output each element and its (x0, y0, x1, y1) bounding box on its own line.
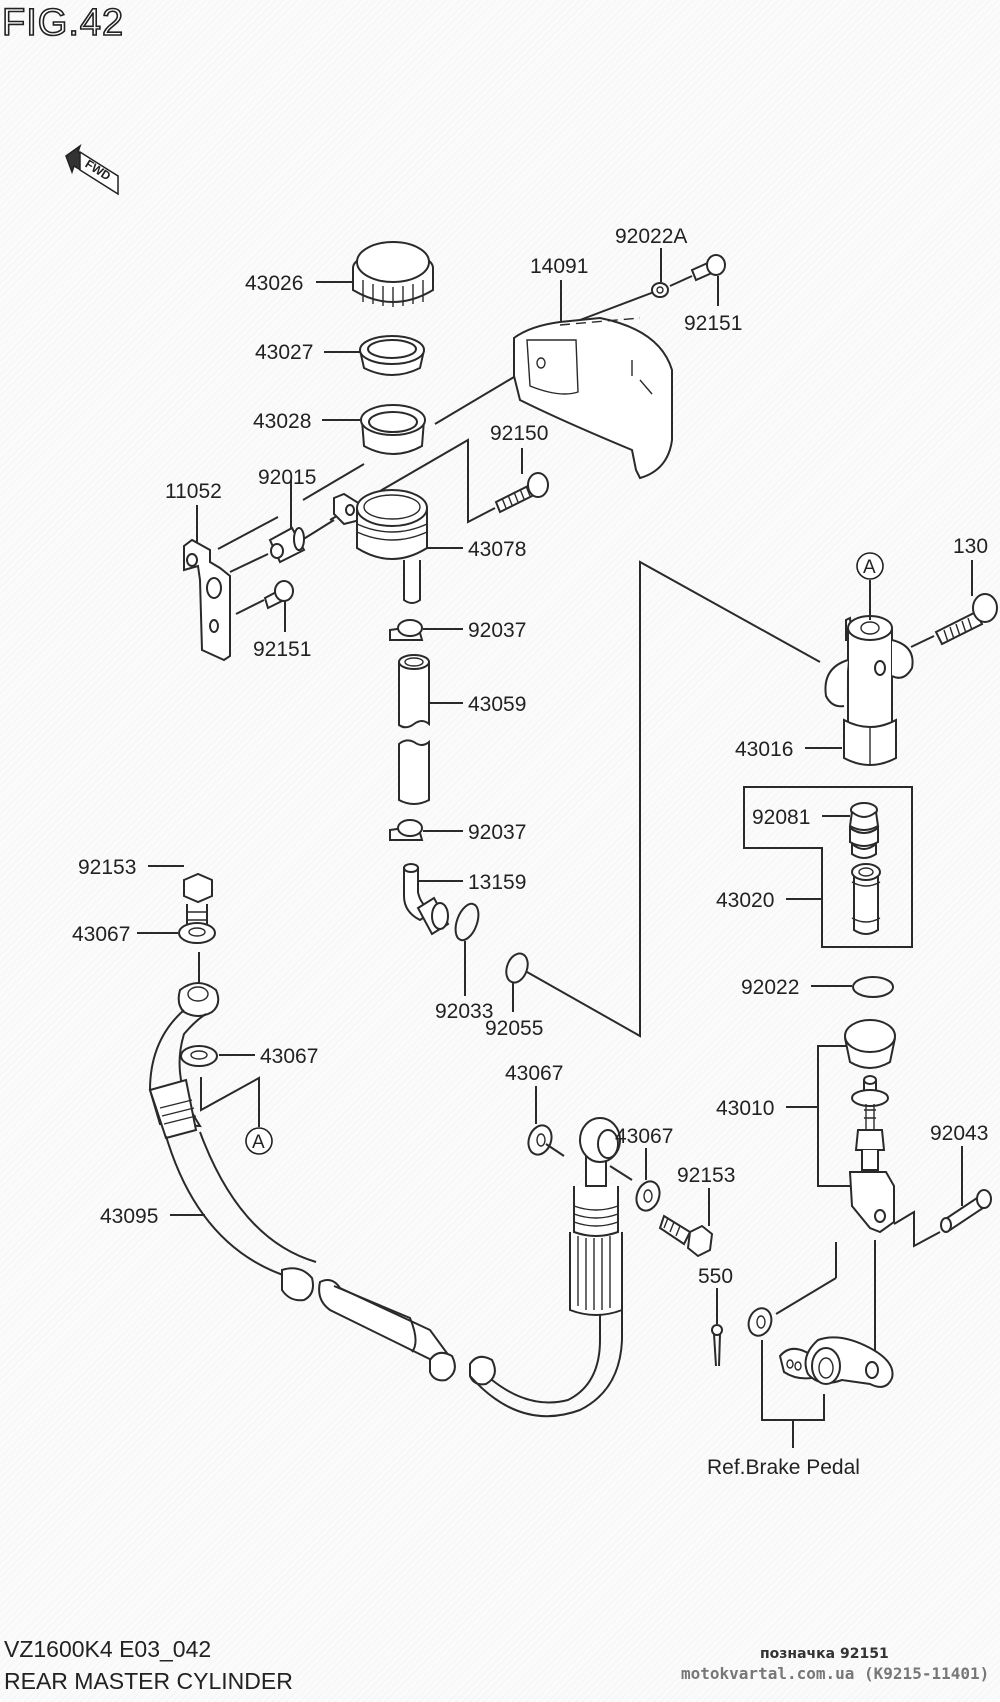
part-92015-collar[interactable] (268, 526, 306, 564)
part-label-92037-lower: 92037 (468, 821, 526, 844)
part-43067-washer-a[interactable] (178, 922, 216, 944)
part-92151-left-bolt[interactable] (263, 580, 294, 610)
part-43095-brake-hose[interactable] (148, 982, 623, 1418)
brake-pedal-reference-lever (778, 1336, 894, 1388)
part-label-43095: 43095 (100, 1205, 158, 1228)
part-label-92081: 92081 (752, 806, 810, 829)
part-92022-circlip[interactable] (852, 976, 894, 998)
part-label-43059: 43059 (468, 693, 526, 716)
part-43027-diaphragm-plate[interactable] (359, 335, 425, 376)
part-43016-master-cylinder[interactable] (824, 615, 914, 766)
part-label-92043: 92043 (930, 1122, 988, 1145)
part-label-92015: 92015 (258, 466, 316, 489)
part-43067-washer-c[interactable] (525, 1122, 556, 1158)
watermark-label: позначка 92151 (760, 1646, 889, 1662)
part-14091-reservoir-cover[interactable] (513, 316, 673, 480)
part-label-92022A: 92022A (615, 225, 687, 248)
section-name: REAR MASTER CYLINDER (4, 1668, 293, 1694)
brake-pedal-reference-washer (747, 1307, 773, 1337)
part-130-mounting-bolt[interactable] (934, 593, 998, 646)
part-label-92022: 92022 (741, 976, 799, 999)
svg-text:A: A (863, 557, 876, 578)
part-label-43067-a: 43067 (72, 923, 130, 946)
part-92033-circlip[interactable] (451, 901, 483, 944)
part-label-92055: 92055 (485, 1017, 543, 1040)
part-label-92037-upper: 92037 (468, 619, 526, 642)
part-label-130: 130 (953, 535, 988, 558)
part-label-14091: 14091 (530, 255, 588, 278)
part-92043-clevis-pin[interactable] (940, 1189, 992, 1233)
connection-marker-a-right: A (856, 552, 884, 580)
part-label-43020: 43020 (716, 889, 774, 912)
part-label-92151-top: 92151 (684, 312, 742, 335)
part-label-43067-d: 43067 (615, 1125, 673, 1148)
part-92150-bolt[interactable] (494, 472, 549, 514)
part-label-92153-right: 92153 (677, 1164, 735, 1187)
part-92037-lower-clamp[interactable] (389, 819, 424, 841)
part-43010-push-rod-assembly[interactable] (844, 1019, 896, 1234)
figure-title: FIG.42 (1, 1, 125, 45)
part-label-43027: 43027 (255, 341, 313, 364)
part-label-43016: 43016 (735, 738, 793, 761)
part-43020-piston-assembly[interactable] (851, 863, 881, 935)
part-label-43078: 43078 (468, 538, 526, 561)
part-92153-right-banjo-bolt[interactable] (658, 1214, 714, 1258)
part-92037-upper-clamp[interactable] (389, 619, 424, 641)
part-43078-reservoir-tank[interactable] (333, 489, 428, 604)
part-label-92150: 92150 (490, 422, 548, 445)
part-label-13159: 13159 (468, 871, 526, 894)
part-92151-top-bolt[interactable] (690, 254, 726, 282)
part-43059-reservoir-hose[interactable] (398, 654, 430, 805)
part-label-92151-left: 92151 (253, 638, 311, 661)
part-label-92153-left: 92153 (78, 856, 136, 879)
svg-text:A: A (252, 1132, 265, 1153)
forward-direction-arrow-icon: FWD (65, 144, 119, 196)
part-label-92033: 92033 (435, 1000, 493, 1023)
part-92022A-washer[interactable] (651, 282, 669, 298)
part-label-43067-c: 43067 (505, 1062, 563, 1085)
part-92081-spring[interactable] (848, 802, 880, 859)
part-label-43028: 43028 (253, 410, 311, 433)
connection-marker-a-left: A (245, 1127, 273, 1155)
part-43067-washer-b[interactable] (180, 1045, 218, 1067)
model-code: VZ1600K4 E03_042 (4, 1636, 212, 1662)
part-11052-bracket[interactable] (183, 538, 231, 662)
part-label-43067-b: 43067 (260, 1045, 318, 1068)
part-43026-reservoir-cap[interactable] (352, 241, 434, 307)
part-43028-diaphragm[interactable] (360, 404, 426, 455)
kit-43020-bracket (743, 786, 913, 948)
reference-note-brake-pedal: Ref.Brake Pedal (707, 1456, 860, 1479)
part-label-43026: 43026 (245, 272, 303, 295)
part-13159-hose-joint[interactable] (403, 863, 450, 936)
part-label-11052: 11052 (165, 480, 222, 503)
watermark-site[interactable]: motokvartal.com.ua (K9215-11401) (681, 1664, 990, 1683)
part-label-550: 550 (698, 1265, 733, 1288)
part-label-43010: 43010 (716, 1097, 774, 1120)
part-43067-washer-d[interactable] (633, 1178, 664, 1214)
part-550-cotter-pin[interactable] (711, 1324, 723, 1367)
part-92055-o-ring[interactable] (502, 950, 531, 985)
